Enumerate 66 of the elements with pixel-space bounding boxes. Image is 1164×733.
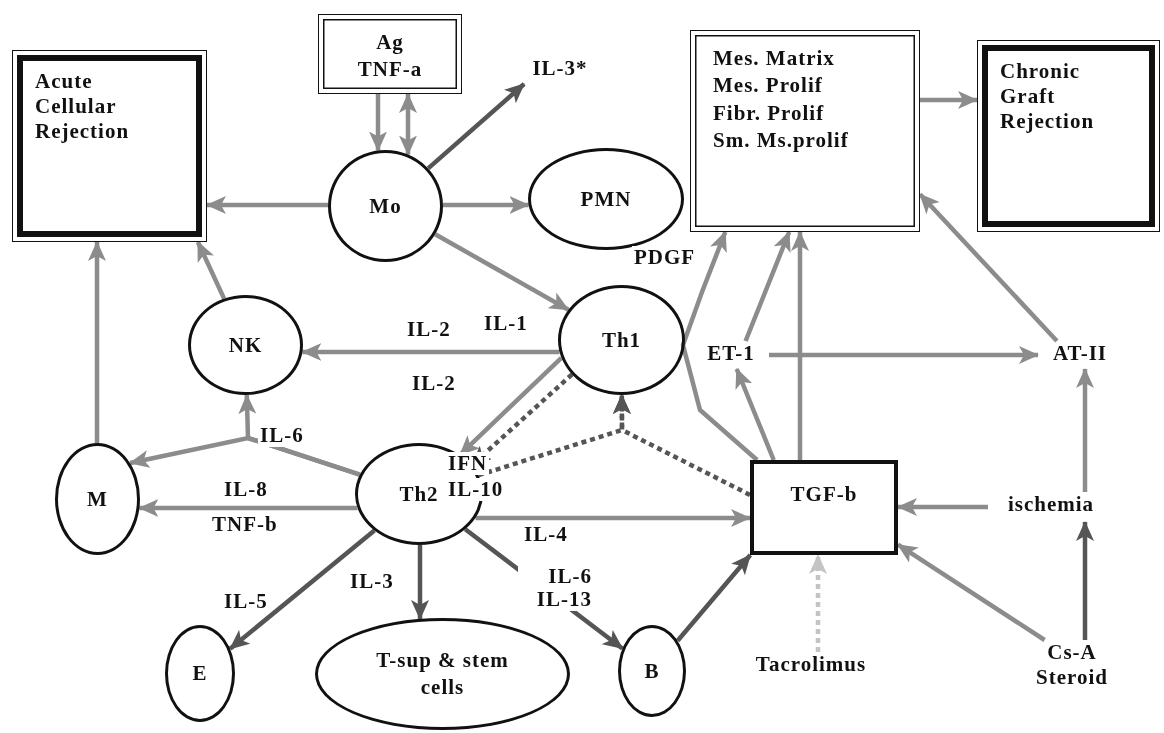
arrow (896, 542, 1046, 642)
arrow (426, 82, 526, 171)
node-label: ET-1 (693, 341, 769, 369)
node-label: IL-3* (522, 56, 598, 84)
edge-label: IFN (446, 452, 490, 476)
cell-ellipse (165, 625, 235, 722)
node-label: Mo (369, 193, 402, 219)
arrow (1076, 368, 1094, 492)
node-label: Mes. Prolif (713, 72, 824, 100)
outcome-box (977, 40, 1160, 232)
arrow (1076, 521, 1094, 640)
node-label: Sm. Ms.prolif (713, 126, 850, 154)
node-label: T-sup & stem cells (375, 646, 510, 701)
arrow (791, 231, 809, 460)
node-label: PMN (580, 186, 632, 212)
cell-ellipse (55, 443, 140, 555)
node-label: Th2 (399, 481, 439, 507)
cell-ellipse (188, 295, 303, 395)
arrow (809, 554, 827, 652)
node-label: Mes. Matrix (713, 45, 836, 72)
cell-ellipse (315, 618, 570, 730)
node-label: Chronic Graft Rejection (1000, 59, 1095, 134)
arrow (206, 196, 328, 214)
arrow (734, 368, 776, 461)
edge-label: IL-6 IL-13 (518, 565, 594, 612)
node-label: NK (228, 332, 263, 358)
node-label: Th1 (601, 327, 642, 353)
arrow (399, 93, 417, 156)
arrow (138, 499, 358, 517)
arrow (443, 196, 530, 214)
node-label: E (192, 661, 208, 686)
arrow (88, 241, 106, 443)
cell-ellipse (558, 285, 685, 395)
arrow (228, 528, 376, 651)
arrow (434, 232, 570, 312)
node-label: Acute Cellular Rejection (35, 69, 130, 144)
node-label: TGF-b (789, 482, 859, 507)
process-box (690, 30, 920, 232)
cell-ellipse (328, 150, 443, 262)
node-label: Ag (375, 29, 405, 56)
node-label: B (644, 658, 660, 684)
arrow (920, 91, 978, 109)
arrow (411, 545, 429, 620)
process-box (750, 460, 898, 555)
node-label: ischemia (988, 492, 1114, 522)
node-label: TNF-a (356, 56, 424, 84)
node-label: Cs-A Steroid (1012, 640, 1132, 702)
arrow (195, 241, 227, 300)
node-label: Tacrolimus (728, 652, 894, 684)
arrow (475, 509, 751, 527)
arrow (897, 498, 988, 516)
arrow (918, 192, 1059, 343)
node-label: Fibr. Prolif (713, 99, 826, 127)
arrow (675, 553, 752, 643)
outcome-box (12, 50, 207, 242)
arrow (612, 394, 752, 497)
node-label: M (87, 486, 108, 512)
arrow (369, 94, 387, 152)
node-label: AT-II (1038, 341, 1122, 369)
cell-ellipse (618, 625, 686, 717)
process-box (318, 14, 462, 94)
arrow (680, 231, 759, 462)
arrow (743, 231, 792, 342)
arrow (301, 343, 560, 361)
arrow (769, 346, 1039, 364)
arrow (129, 435, 361, 477)
